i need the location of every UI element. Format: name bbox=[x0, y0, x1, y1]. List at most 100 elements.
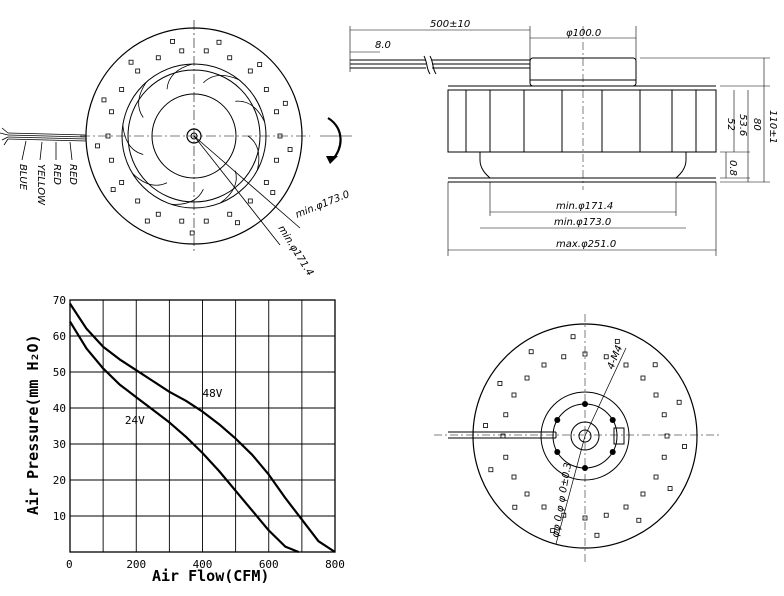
rivet-square bbox=[623, 504, 629, 510]
dim-pcd: φφ 0 φ φ 0±0.3 bbox=[550, 462, 574, 539]
rivet-square bbox=[282, 100, 288, 106]
blade-arc bbox=[219, 170, 237, 204]
x-tick-label: 800 bbox=[325, 558, 345, 571]
rivet-square bbox=[109, 157, 114, 163]
back-cable bbox=[448, 431, 557, 439]
leader-line-173 bbox=[193, 135, 301, 229]
y-axis-label: Air Pressure(mm H₂O) bbox=[24, 334, 42, 515]
rivet-square bbox=[640, 491, 646, 497]
series-line-24V bbox=[69, 321, 299, 554]
rivet-square bbox=[512, 504, 518, 510]
rivet-square bbox=[135, 198, 141, 204]
rivet-square bbox=[541, 504, 547, 510]
back-outer-disc bbox=[472, 323, 698, 549]
rivet-square bbox=[203, 48, 209, 54]
rivet-square bbox=[189, 230, 195, 236]
rivet-square bbox=[135, 68, 141, 74]
rivet-square bbox=[594, 532, 600, 538]
blade-arc bbox=[235, 100, 265, 123]
rivet-square bbox=[101, 97, 107, 103]
rivet-square bbox=[664, 433, 670, 439]
wire-label-2: YELLOW bbox=[35, 164, 46, 206]
impeller-body bbox=[447, 89, 717, 153]
rivet-square bbox=[170, 38, 175, 44]
rivet-square bbox=[119, 180, 125, 185]
rivet-square bbox=[640, 375, 646, 381]
y-tick-label: 30 bbox=[53, 438, 66, 451]
rivet-square bbox=[682, 444, 687, 449]
connector-block bbox=[613, 427, 625, 445]
rivet-square bbox=[524, 375, 530, 381]
rivet-square bbox=[203, 218, 209, 224]
dim-cable-length: 500±10 bbox=[430, 19, 470, 30]
rivet-square bbox=[263, 180, 269, 185]
blade-arc bbox=[122, 125, 144, 155]
rivet-square bbox=[511, 392, 517, 398]
x-tick-label: 600 bbox=[259, 558, 279, 571]
rivet-square bbox=[661, 454, 667, 460]
rivet-square bbox=[247, 68, 253, 74]
dim-0-8: 0.8 bbox=[727, 160, 738, 176]
x-tick-label: 200 bbox=[126, 558, 146, 571]
rivet-square bbox=[274, 109, 279, 115]
rivet-square bbox=[653, 392, 659, 398]
rivet-square bbox=[561, 512, 567, 518]
rivet-square bbox=[270, 190, 276, 195]
rivet-square bbox=[287, 147, 293, 152]
blade-arc bbox=[247, 135, 260, 171]
rivet-square bbox=[636, 517, 642, 523]
x-axis-label: Air Flow(CFM) bbox=[152, 567, 269, 585]
wire-label-3: RED bbox=[51, 164, 62, 185]
rivet-square bbox=[676, 399, 682, 405]
rivet-square bbox=[528, 349, 534, 355]
series-line-48V bbox=[69, 302, 336, 553]
x-tick-label: 400 bbox=[193, 558, 213, 571]
rivet-square bbox=[227, 211, 233, 217]
blade-arc bbox=[166, 63, 193, 90]
wire-label-1: BLUE bbox=[17, 164, 28, 191]
rivet-square bbox=[614, 338, 620, 344]
rivet-square bbox=[483, 423, 488, 428]
mount-hole bbox=[554, 449, 561, 455]
lead-wires bbox=[0, 127, 87, 161]
blade-arc bbox=[203, 75, 240, 84]
dim-cable-stub: 8.0 bbox=[375, 40, 391, 51]
rivet-square bbox=[144, 218, 150, 224]
rivet-square bbox=[603, 354, 609, 360]
rivet-square bbox=[623, 362, 629, 368]
rivet-square bbox=[503, 412, 509, 418]
rivet-square bbox=[109, 109, 114, 115]
rivet-square bbox=[488, 467, 494, 473]
rivet-square bbox=[524, 491, 530, 497]
rivet-square bbox=[128, 59, 134, 65]
rivet-square bbox=[603, 512, 609, 518]
mount-hole bbox=[582, 465, 588, 471]
dim-total-height: 110±1 bbox=[767, 110, 778, 144]
dim-52: 52 bbox=[725, 118, 736, 131]
blade-arc bbox=[132, 173, 168, 186]
rivet-square bbox=[541, 362, 547, 368]
blade-arc bbox=[138, 81, 147, 118]
rivet-square bbox=[119, 87, 125, 92]
y-tick-label: 10 bbox=[53, 510, 66, 523]
rivet-square bbox=[95, 143, 100, 149]
rotation-arrowhead-icon bbox=[326, 156, 338, 164]
dim-min-171: min.φ171.4 bbox=[556, 201, 613, 212]
dim-max-251: max.φ251.0 bbox=[556, 239, 616, 250]
rivet-square bbox=[155, 211, 161, 217]
mount-hole bbox=[609, 417, 616, 423]
rivet-square bbox=[550, 528, 556, 534]
rivet-square bbox=[652, 362, 658, 368]
y-tick-label: 40 bbox=[53, 402, 66, 415]
front-view-drawing: min.φ173.0 min.φ171.4 BLUE YELLOW RED RE… bbox=[0, 20, 352, 278]
y-tick-label: 20 bbox=[53, 474, 66, 487]
side-view-drawing: 500±10 8.0 φ100.0 min.φ171.4 min.φ173.0 … bbox=[349, 19, 778, 256]
rivet-square bbox=[582, 515, 588, 521]
mount-hole bbox=[554, 417, 561, 423]
mount-hole bbox=[582, 401, 588, 407]
dim-80: 80 bbox=[751, 118, 762, 131]
back-leader-4x bbox=[584, 347, 627, 437]
series-label-48V: 48V bbox=[203, 387, 223, 400]
